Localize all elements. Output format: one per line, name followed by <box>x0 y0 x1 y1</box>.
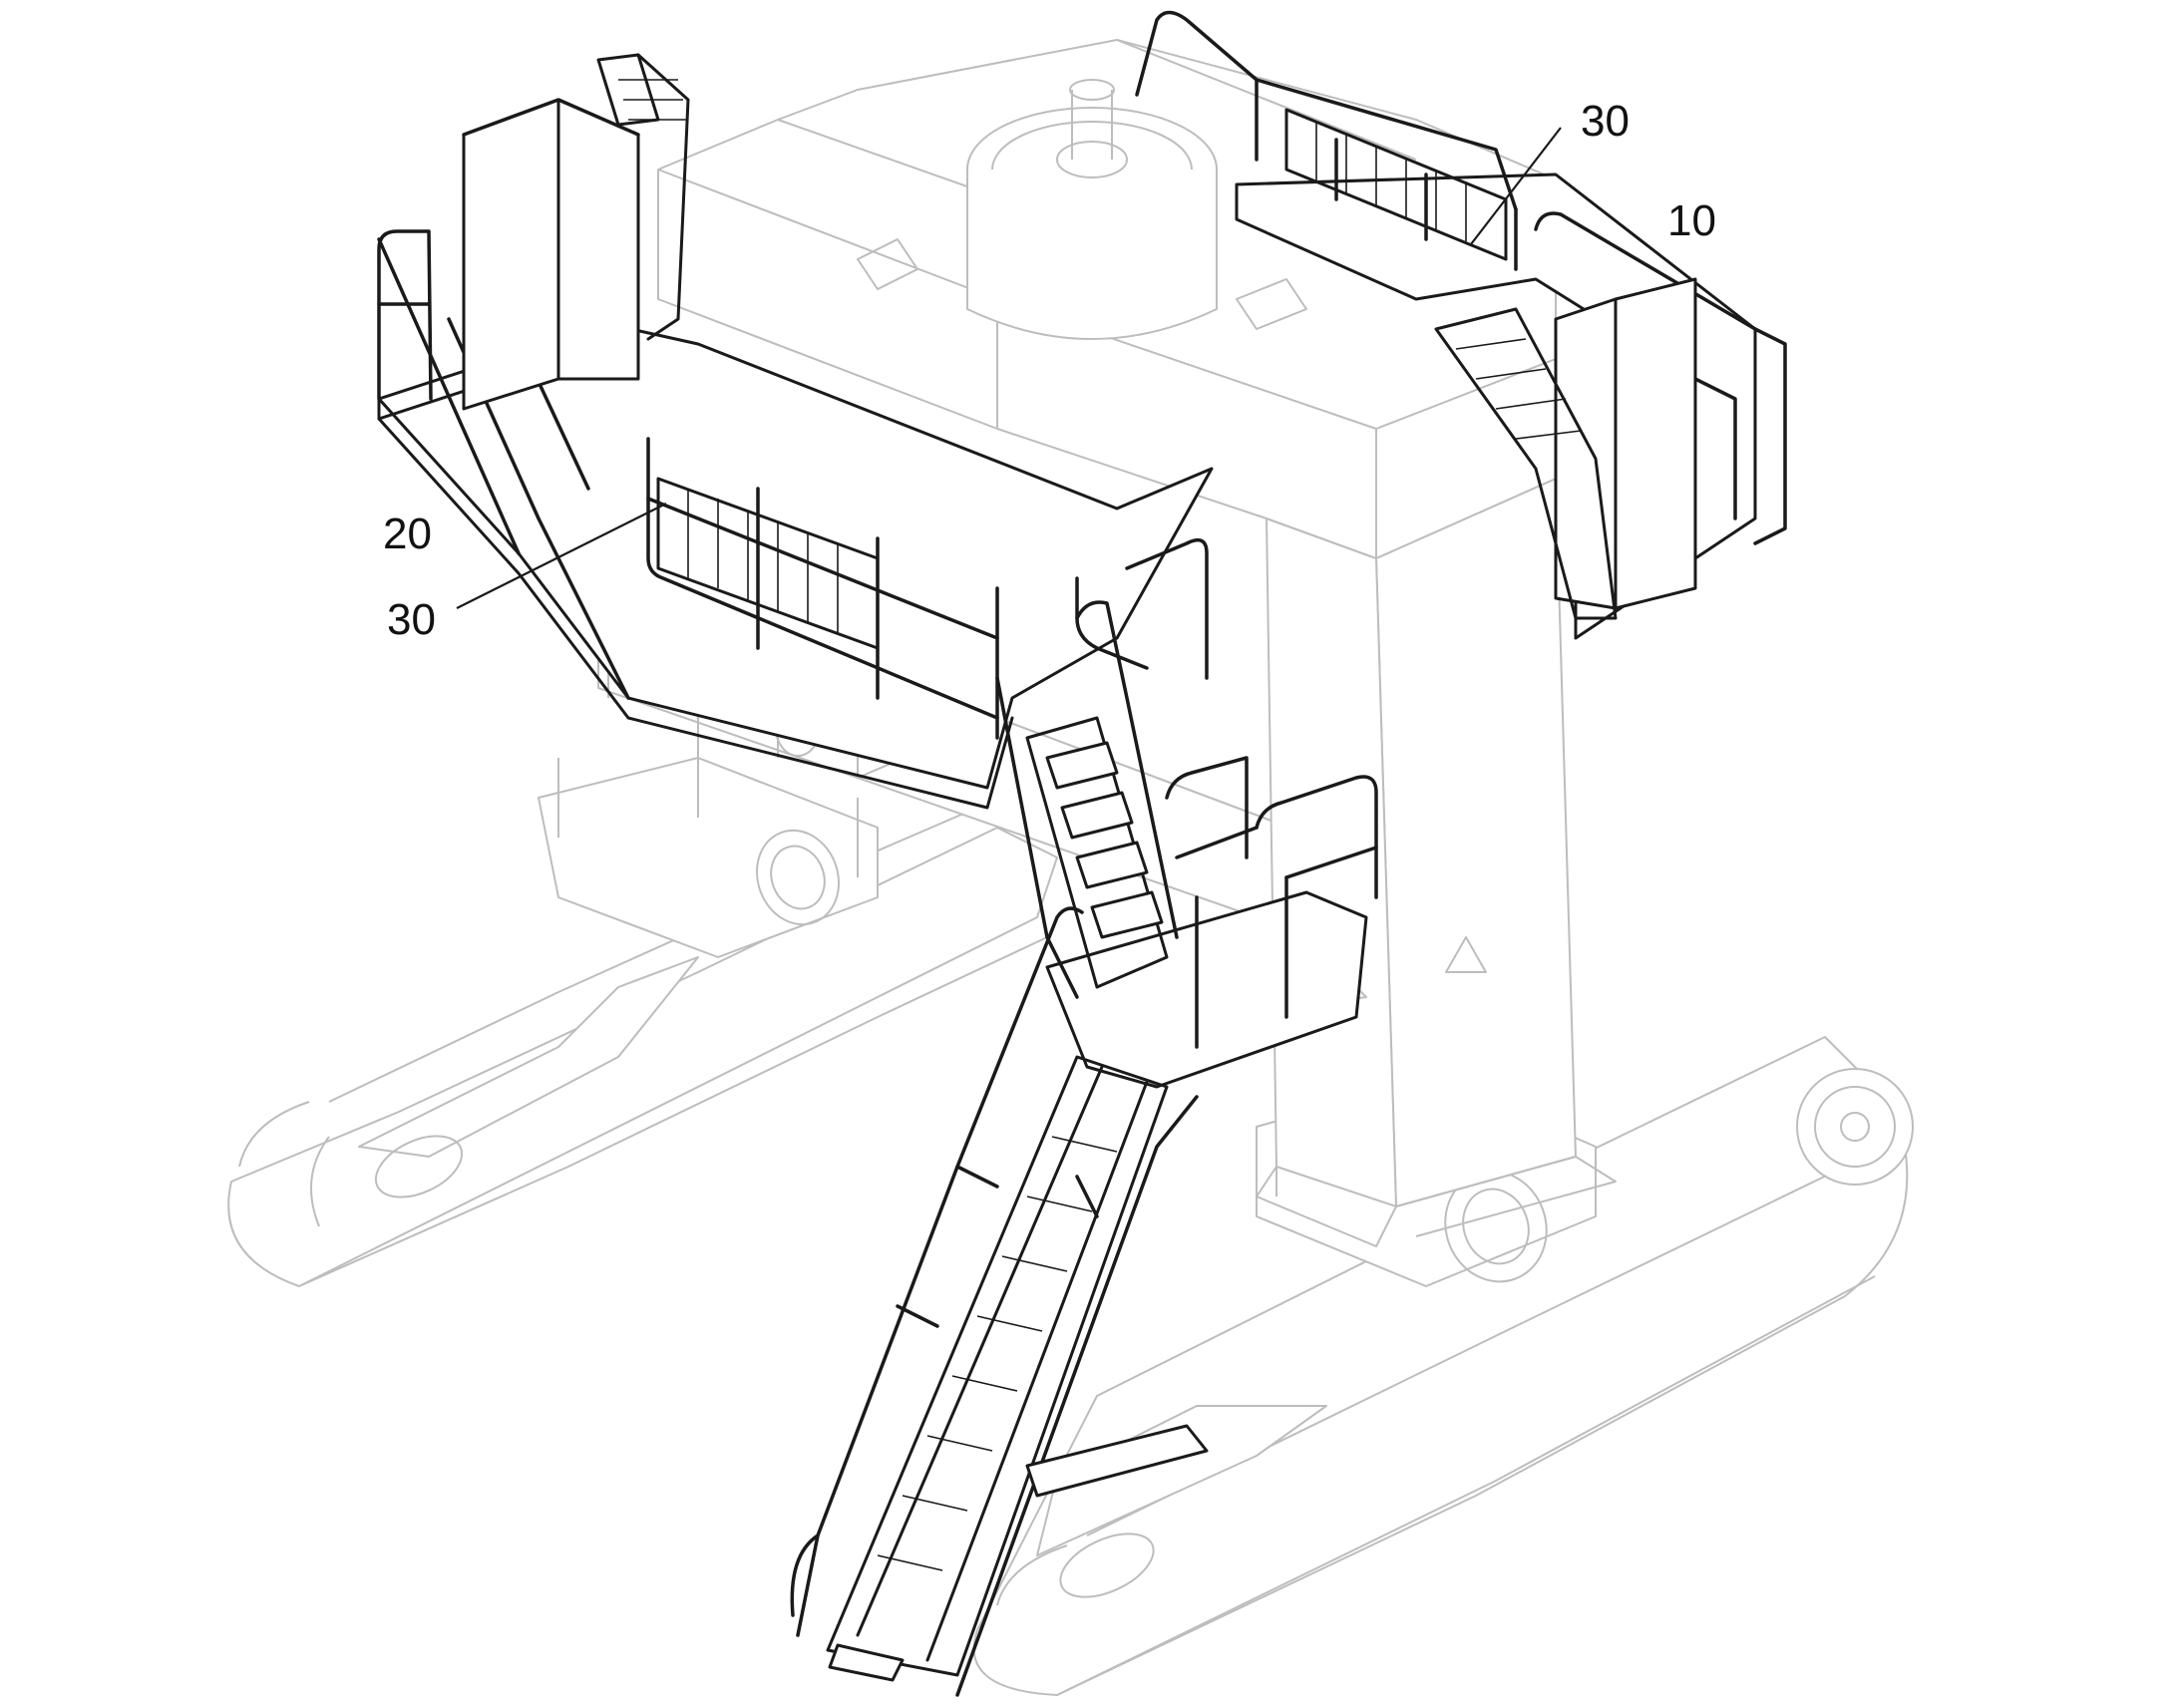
access-system <box>377 10 1787 1697</box>
left-crawler-track <box>227 807 1058 1287</box>
numeral-machine: 10 <box>1667 196 1716 245</box>
leader-lines <box>456 127 1562 609</box>
leader-left-30 <box>456 503 667 609</box>
numeral-walkway: 20 <box>383 510 432 558</box>
upper-stair <box>995 600 1179 999</box>
numeral-railing-left: 30 <box>387 595 436 644</box>
slew-ring <box>966 79 1218 340</box>
right-upper-platform <box>1135 10 1787 640</box>
right-crawler-track <box>972 1036 1914 1696</box>
leader-right-30 <box>1470 127 1562 245</box>
intermediate-landing <box>1045 756 1378 1089</box>
reference-numerals: 10 20 30 30 <box>383 97 1716 644</box>
numeral-railing-right: 30 <box>1581 97 1630 146</box>
main-stair <box>790 906 1209 1697</box>
left-walkway-railing <box>656 477 880 650</box>
left-upper-platform <box>377 53 1214 810</box>
